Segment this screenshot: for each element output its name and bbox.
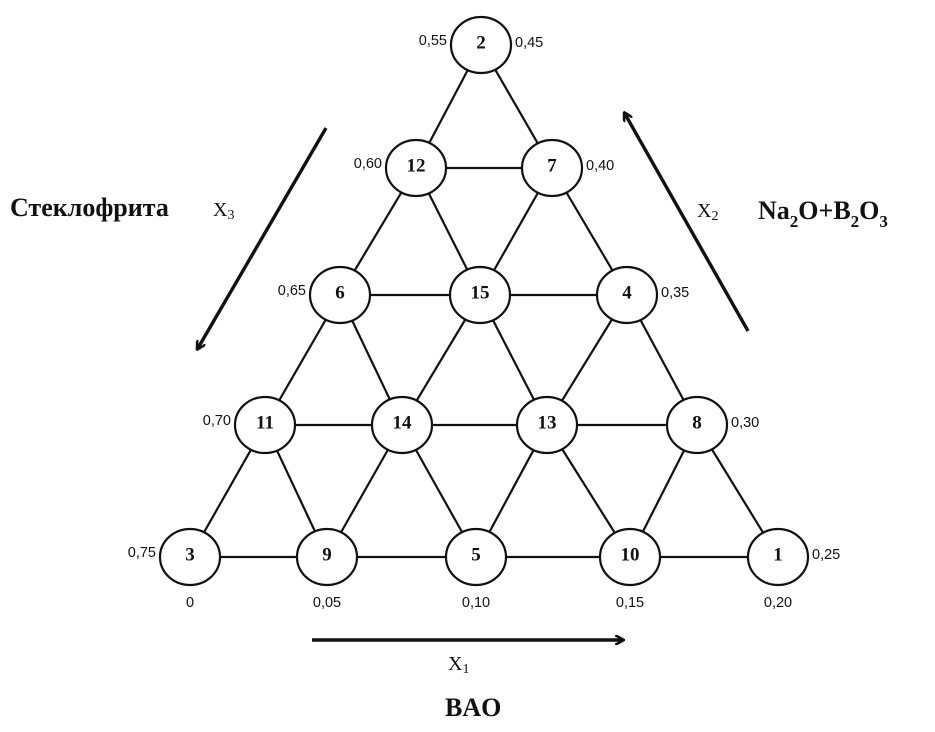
x2-value-label: 0,25 xyxy=(812,547,840,563)
x1-value-label: 0,20 xyxy=(764,595,792,611)
x3-value-label: 0,75 xyxy=(128,545,156,561)
x3-value-label: 0,55 xyxy=(419,33,447,49)
node-2: 2 0,55 0,45 xyxy=(419,15,543,75)
node-number: 7 xyxy=(547,156,557,177)
x3-value-label: 0,70 xyxy=(203,413,231,429)
node-3: 3 0,75 0 xyxy=(128,527,222,611)
node-number: 9 xyxy=(322,545,332,566)
node-number: 14 xyxy=(393,413,413,434)
node-number: 4 xyxy=(622,283,632,304)
node-circle xyxy=(444,527,508,587)
x2-value-label: 0,45 xyxy=(515,35,543,51)
x1-value-label: 0 xyxy=(186,595,194,611)
node-circle xyxy=(595,265,659,325)
node-number: 6 xyxy=(335,283,345,304)
node-1: 1 0,25 0,20 xyxy=(746,527,840,611)
x2-variable-label: X2 xyxy=(697,200,718,224)
x3-variable-label: X3 xyxy=(213,199,234,223)
node-5: 50,10 xyxy=(444,527,508,611)
node-11: 110,70 xyxy=(203,395,297,455)
node-circle xyxy=(449,15,513,75)
formula-subscript: 2 xyxy=(790,212,799,231)
x2-value-label: 0,40 xyxy=(586,158,614,174)
x2-component-label: Na2O+B2O3 xyxy=(758,196,888,231)
node-number: 12 xyxy=(407,156,426,177)
x3-value-label: 0,60 xyxy=(354,156,382,172)
node-circle xyxy=(308,265,372,325)
node-circle xyxy=(746,527,810,587)
node-number: 13 xyxy=(538,413,557,434)
formula-text: Na xyxy=(758,196,790,225)
node-15: 15 xyxy=(448,265,512,325)
node-circle xyxy=(520,138,584,198)
formula-text: O xyxy=(859,196,879,225)
node-circle xyxy=(515,395,579,455)
node-10: 100,15 xyxy=(598,527,662,611)
node-number: 1 xyxy=(773,545,783,566)
node-number: 10 xyxy=(621,545,640,566)
node-circle xyxy=(295,527,359,587)
node-circle xyxy=(665,395,729,455)
x1-value-label: 0,15 xyxy=(616,595,644,611)
node-number: 15 xyxy=(471,283,490,304)
formula-subscript: 2 xyxy=(851,212,860,231)
node-number: 2 xyxy=(476,33,486,54)
node-14: 14 xyxy=(370,395,434,455)
x1-component-label: BAO xyxy=(445,693,501,722)
node-circle xyxy=(598,527,662,587)
x2-axis-arrow xyxy=(625,114,750,332)
x3-component-label: Стеклофрита xyxy=(10,193,169,222)
x3-value-label: 0,65 xyxy=(278,283,306,299)
node-13: 13 xyxy=(515,395,579,455)
node-12: 120,60 xyxy=(354,138,448,198)
formula-subscript: 3 xyxy=(879,212,888,231)
node-circle xyxy=(158,527,222,587)
node-number: 3 xyxy=(185,545,195,566)
x1-value-label: 0,10 xyxy=(462,595,490,611)
x2-value-label: 0,30 xyxy=(731,415,759,431)
x3-axis-arrow xyxy=(198,127,328,348)
node-circle xyxy=(384,138,448,198)
node-circle xyxy=(233,395,297,455)
node-number: 11 xyxy=(256,413,274,434)
x1-variable-label: X1 xyxy=(448,653,469,677)
x1-value-label: 0,05 xyxy=(313,595,341,611)
x2-value-label: 0,35 xyxy=(661,285,689,301)
formula-text: O+B xyxy=(798,196,850,225)
node-9: 90,05 xyxy=(295,527,359,611)
node-6: 60,65 xyxy=(278,265,372,325)
node-number: 5 xyxy=(471,545,481,566)
node-number: 8 xyxy=(692,413,702,434)
node-circle xyxy=(448,265,512,325)
node-circle xyxy=(370,395,434,455)
